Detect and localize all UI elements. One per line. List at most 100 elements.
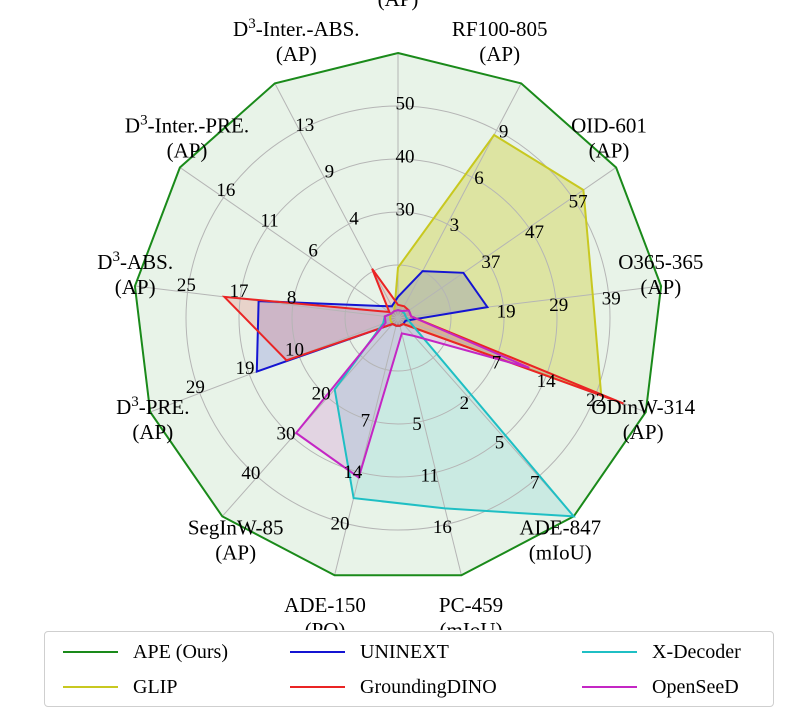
axis-unit-d3-inter-pre: (AP) <box>167 139 208 163</box>
legend-label-uninext: UNINEXT <box>360 640 449 663</box>
tick-label-rf100-805-1: 6 <box>474 168 484 189</box>
legend-item-openseed: OpenSeeD <box>582 672 739 702</box>
tick-label-d3-pre-1: 19 <box>236 358 255 379</box>
legend-swatch-groundingdino <box>290 686 345 688</box>
axis-label-ade-150: ADE-150 <box>284 593 366 617</box>
spoke-o365-365 <box>397 285 662 319</box>
tick-label-seginw-85-1: 30 <box>277 423 296 444</box>
axis-unit-seginw-85: (AP) <box>215 540 256 564</box>
spoke-ade-847 <box>397 317 575 517</box>
legend-swatch-openseed <box>582 686 637 688</box>
spoke-d3-inter-pre <box>179 167 399 319</box>
tick-label-seginw-85-2: 40 <box>241 463 260 484</box>
axis-label-rf100-805: RF100-805 <box>452 17 548 41</box>
tick-label-d3-abs-1: 17 <box>230 281 249 302</box>
series-line-openseed <box>294 309 530 480</box>
tick-label-d3-abs-0: 8 <box>287 288 297 309</box>
tick-label-d3-inter-pre-2: 16 <box>216 180 235 201</box>
legend-label-groundingdino: GroundingDINO <box>360 675 497 698</box>
tick-label-oid-601-1: 47 <box>525 222 544 243</box>
tick-label-d3-inter-abs-2: 13 <box>295 115 314 136</box>
series-fill-groundingdino <box>224 268 624 404</box>
axis-unit-rf100-805: (AP) <box>479 42 520 66</box>
axis-label-d3-inter-pre: D3-Inter.-PRE. <box>125 113 249 138</box>
tick-label-odinw-314-1: 14 <box>537 371 557 392</box>
tick-label-o365-365-2: 39 <box>602 289 621 310</box>
axis-label-pc-459: PC-459 <box>439 593 503 617</box>
tick-label-oid-601-2: 57 <box>569 192 588 213</box>
legend-swatch-glip <box>63 686 118 688</box>
series-fill-openseed <box>296 310 530 478</box>
axis-unit-d3-pre: (AP) <box>132 420 173 444</box>
tick-label-oid-601-0: 37 <box>481 252 500 273</box>
spoke-oid-601 <box>397 167 617 319</box>
axis-label-d3-abs: D3-ABS. <box>97 249 173 274</box>
tick-label-o365-365-1: 29 <box>549 295 568 316</box>
tick-label-d3-inter-abs-0: 4 <box>349 209 359 230</box>
tick-label-ade-847-2: 7 <box>530 472 540 493</box>
axis-unit-lvis-1203: (AP) <box>378 0 419 11</box>
axis-unit-pc-459: (mIoU) <box>440 618 503 630</box>
series-line-ape-ours <box>133 51 663 577</box>
axis-label-o365-365: O365-365 <box>618 250 703 274</box>
legend-label-openseed: OpenSeeD <box>652 675 739 698</box>
tick-label-rf100-805-2: 9 <box>499 121 509 142</box>
tick-label-rf100-805-0: 3 <box>450 215 460 236</box>
axis-label-ade-847: ADE-847 <box>519 515 601 539</box>
tick-label-ade-150-1: 14 <box>343 462 363 483</box>
tick-label-pc-459-1: 11 <box>421 466 439 487</box>
axis-unit-d3-abs: (AP) <box>115 275 156 299</box>
legend-label-ape: APE (Ours) <box>133 640 228 663</box>
tick-label-ade-150-0: 7 <box>361 411 371 432</box>
axis-unit-oid-601: (AP) <box>589 139 630 163</box>
tick-label-d3-inter-abs-1: 9 <box>325 162 335 183</box>
tick-label-d3-inter-pre-1: 11 <box>260 210 278 231</box>
spoke-rf100-805 <box>397 83 522 319</box>
axis-label-d3-inter-abs: D3-Inter.-ABS. <box>233 16 360 41</box>
tick-label-lvis-1203-1: 40 <box>396 147 415 168</box>
legend-swatch-xdecoder <box>582 651 637 653</box>
legend-label-glip: GLIP <box>133 675 178 698</box>
axis-unit-o365-365: (AP) <box>640 275 681 299</box>
tick-label-lvis-1203-2: 50 <box>396 94 415 115</box>
tick-label-odinw-314-0: 7 <box>492 352 502 373</box>
tick-label-seginw-85-0: 20 <box>312 384 331 405</box>
spoke-ade-150 <box>334 317 399 576</box>
spoke-d3-inter-abs <box>274 83 399 319</box>
tick-label-o365-365-0: 19 <box>497 301 516 322</box>
axis-unit-d3-inter-abs: (AP) <box>276 42 317 66</box>
axis-unit-ade-150: (PQ) <box>305 618 346 630</box>
tick-label-pc-459-2: 16 <box>433 517 452 538</box>
tick-label-ade-150-2: 20 <box>331 514 350 535</box>
legend-label-xdecoder: X-Decoder <box>652 640 741 663</box>
tick-label-odinw-314-2: 22 <box>586 390 605 411</box>
tick-label-lvis-1203-0: 30 <box>396 200 415 221</box>
tick-label-d3-pre-0: 10 <box>285 339 304 360</box>
series-fill-x-decoder <box>334 310 574 517</box>
tick-label-ade-847-0: 2 <box>460 393 470 414</box>
axis-label-oid-601: OID-601 <box>571 114 647 138</box>
axis-label-layer: LVIS-1203(AP)RF100-805(AP)OID-601(AP)O36… <box>97 0 703 630</box>
legend-item-glip: GLIP <box>63 672 177 702</box>
legend-item-uninext: UNINEXT <box>290 637 449 667</box>
axis-label-d3-pre: D3-PRE. <box>116 394 189 419</box>
tick-label-d3-pre-2: 29 <box>186 377 205 398</box>
legend: APE (Ours) UNINEXT X-Decoder GLIP Ground… <box>44 631 774 707</box>
axis-label-odinw-314: ODinW-314 <box>591 395 695 419</box>
tick-label-d3-abs-2: 25 <box>177 275 196 296</box>
tick-label-d3-inter-pre-0: 6 <box>308 240 318 261</box>
legend-item-ape: APE (Ours) <box>63 637 228 667</box>
tick-label-ade-847-1: 5 <box>495 433 505 454</box>
legend-swatch-uninext <box>290 651 345 653</box>
spoke-pc-459 <box>397 317 462 576</box>
series-line-layer <box>133 51 663 577</box>
tick-label-pc-459-0: 5 <box>412 414 422 435</box>
axis-label-seginw-85: SegInW-85 <box>188 515 284 539</box>
legend-item-xdecoder: X-Decoder <box>582 637 741 667</box>
axis-unit-odinw-314: (AP) <box>623 420 664 444</box>
legend-swatch-ape <box>63 651 118 653</box>
legend-item-groundingdino: GroundingDINO <box>290 672 497 702</box>
axis-unit-ade-847: (mIoU) <box>529 540 592 564</box>
